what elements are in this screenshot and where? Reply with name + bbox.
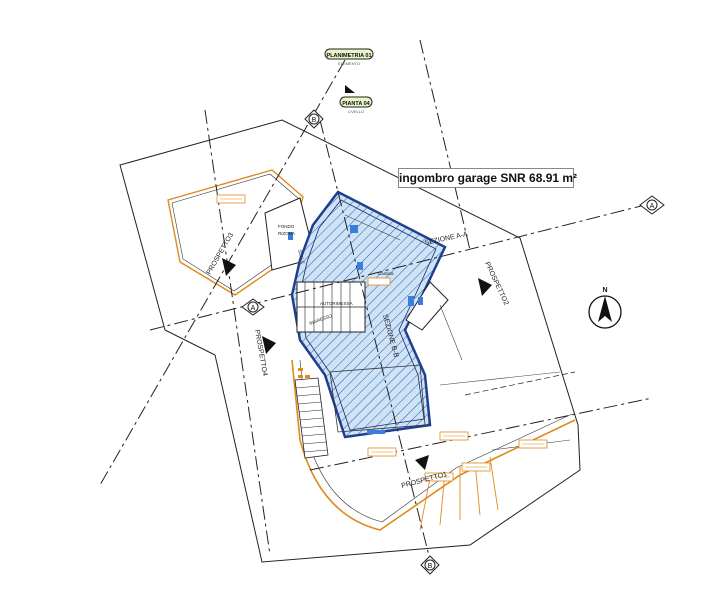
marker-a-right-text: A bbox=[650, 203, 655, 210]
view-marker-prospetto04 bbox=[262, 336, 276, 354]
section-marker-a-left: A bbox=[241, 298, 265, 316]
tag-pianta: PIANTA 04 LIVELLO bbox=[339, 85, 373, 114]
room-label-scale: SCALE bbox=[297, 249, 306, 265]
left-stair-treads bbox=[295, 385, 328, 453]
tag-pianta-sub: LIVELLO bbox=[348, 109, 364, 114]
label-sezione-aa: SEZIONE A-A bbox=[424, 231, 469, 247]
section-marker-b-top: B bbox=[304, 109, 324, 129]
blue-fixtures bbox=[288, 225, 423, 434]
room-label-rizona: RIZONA bbox=[278, 231, 295, 236]
right-yard-line bbox=[464, 371, 576, 396]
entry-marks bbox=[298, 368, 310, 378]
driveway-outline bbox=[291, 359, 576, 531]
left-stair-ramp bbox=[294, 377, 329, 459]
right-wall-block bbox=[405, 281, 449, 331]
view-marker-prospetto02 bbox=[478, 278, 492, 296]
tag-planimetria-sub: ELEMENTO bbox=[338, 61, 360, 66]
marker-b-bottom-text: B bbox=[428, 563, 433, 570]
room-label-fondo: FONDO bbox=[278, 224, 295, 229]
section-marker-b-bottom: B bbox=[420, 555, 440, 575]
section-marker-a-right: A bbox=[639, 195, 665, 215]
section-lines bbox=[99, 39, 653, 561]
annotation-box-text bbox=[220, 198, 544, 478]
room-label-cantina: Cantina bbox=[378, 271, 394, 276]
north-arrow: N bbox=[588, 287, 622, 329]
garage-area-label: ingombro garage SNR 68.91 m² bbox=[398, 168, 577, 188]
stair-block bbox=[296, 281, 366, 333]
marker-a-left-text: A bbox=[251, 305, 256, 312]
north-arrow-label: N bbox=[602, 287, 607, 294]
view-marker-prospetto01 bbox=[415, 455, 429, 470]
room-label-autorimessa: AUTORIMESSA bbox=[320, 301, 353, 306]
tag-pianta-text: PIANTA 04 bbox=[342, 101, 370, 107]
tag-planimetria: PLANIMETRIA 01 ELEMENTO bbox=[324, 48, 374, 66]
tag-planimetria-text: PLANIMETRIA 01 bbox=[326, 53, 371, 59]
view-marker-prospetto03 bbox=[222, 258, 236, 276]
marker-b-top-text: B bbox=[312, 117, 317, 124]
lower-room bbox=[329, 364, 426, 433]
